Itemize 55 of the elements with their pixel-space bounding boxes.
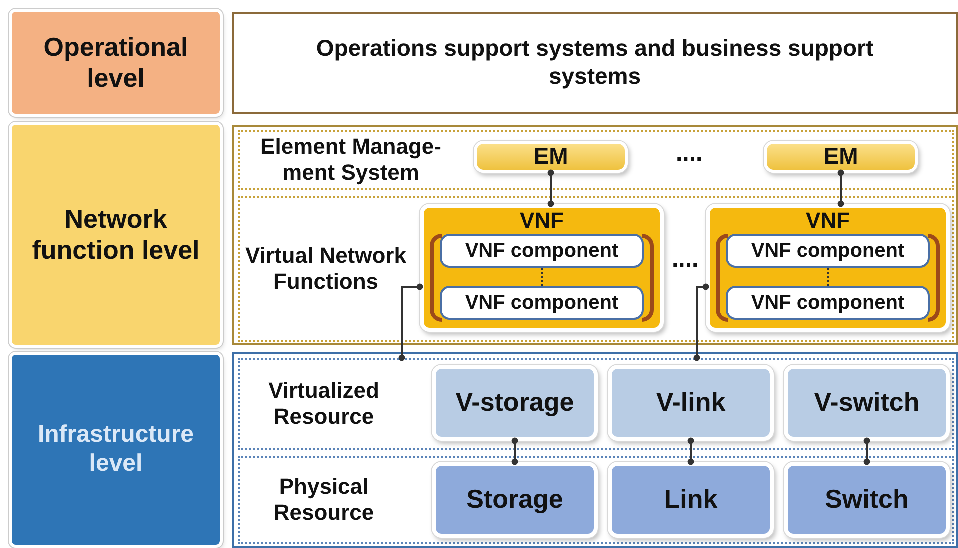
level-title: Infrastructure level (36, 420, 196, 479)
resource-box (432, 365, 598, 441)
box-label: EM (822, 144, 860, 170)
layer-title: Operations support systems and business support systems (315, 34, 875, 91)
connector-line (548, 170, 554, 208)
level-title: Operational level (42, 30, 190, 95)
band-title: Virtual Network Functions (244, 242, 408, 296)
component-box (764, 141, 918, 173)
box-label: Switch (824, 483, 910, 516)
level-title: Network function level (31, 202, 201, 267)
level-box (12, 12, 220, 114)
box-label: VNF component (750, 239, 906, 264)
level-box (12, 125, 220, 345)
resource-box (608, 365, 774, 441)
component-box (474, 141, 628, 173)
component-box (726, 234, 930, 268)
component-box (440, 234, 644, 268)
box-label: V-storage (454, 386, 576, 420)
box-label: V-switch (813, 386, 921, 420)
box-label: Storage (466, 483, 564, 516)
connector-line (864, 438, 870, 466)
function-box (706, 204, 950, 332)
component-box (726, 286, 930, 320)
group-title: VNF (519, 208, 565, 234)
component-box (440, 286, 644, 320)
band-title: Virtualized Resource (268, 376, 380, 431)
connector-line (838, 170, 844, 208)
ellipsis-mark: .... (676, 140, 703, 168)
connector-line (688, 438, 694, 466)
box-label: VNF component (464, 239, 620, 264)
resource-box (432, 462, 598, 538)
level-box (12, 355, 220, 545)
layer-panel (232, 12, 958, 114)
resource-box (784, 365, 950, 441)
band-title: Element Manage- ment System (260, 132, 442, 187)
connector-line (398, 284, 424, 362)
dotted-line (827, 268, 829, 286)
dotted-line (541, 268, 543, 286)
layer-band (238, 130, 954, 190)
box-label: Link (663, 483, 719, 516)
layer-band (238, 196, 954, 342)
band-title: Physical Resource (272, 472, 376, 527)
box-label: EM (532, 144, 570, 170)
box-label: VNF component (464, 291, 620, 316)
connector-line (694, 284, 710, 362)
connector-line (512, 438, 518, 466)
layer-band (238, 456, 954, 544)
box-label: VNF component (750, 291, 906, 316)
function-box (420, 204, 664, 332)
group-title: VNF (805, 208, 851, 234)
ellipsis-mark: .... (672, 246, 699, 274)
box-label: V-link (655, 386, 727, 420)
resource-box (608, 462, 774, 538)
resource-box (784, 462, 950, 538)
layer-band (238, 358, 954, 450)
